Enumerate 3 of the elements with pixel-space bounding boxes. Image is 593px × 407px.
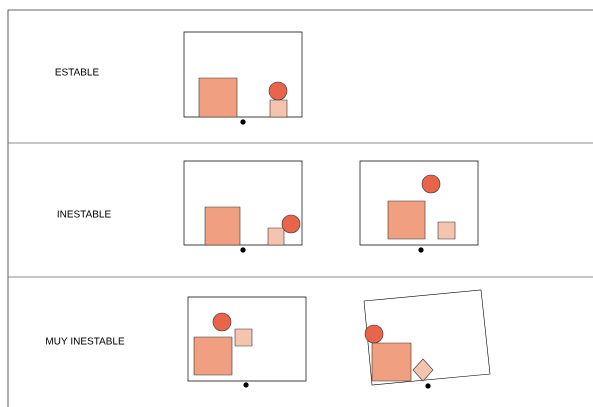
row-label: INESTABLE	[58, 210, 111, 218]
row-label: MUY INESTABLE	[46, 337, 124, 345]
row-label: ESTABLE	[56, 68, 99, 76]
